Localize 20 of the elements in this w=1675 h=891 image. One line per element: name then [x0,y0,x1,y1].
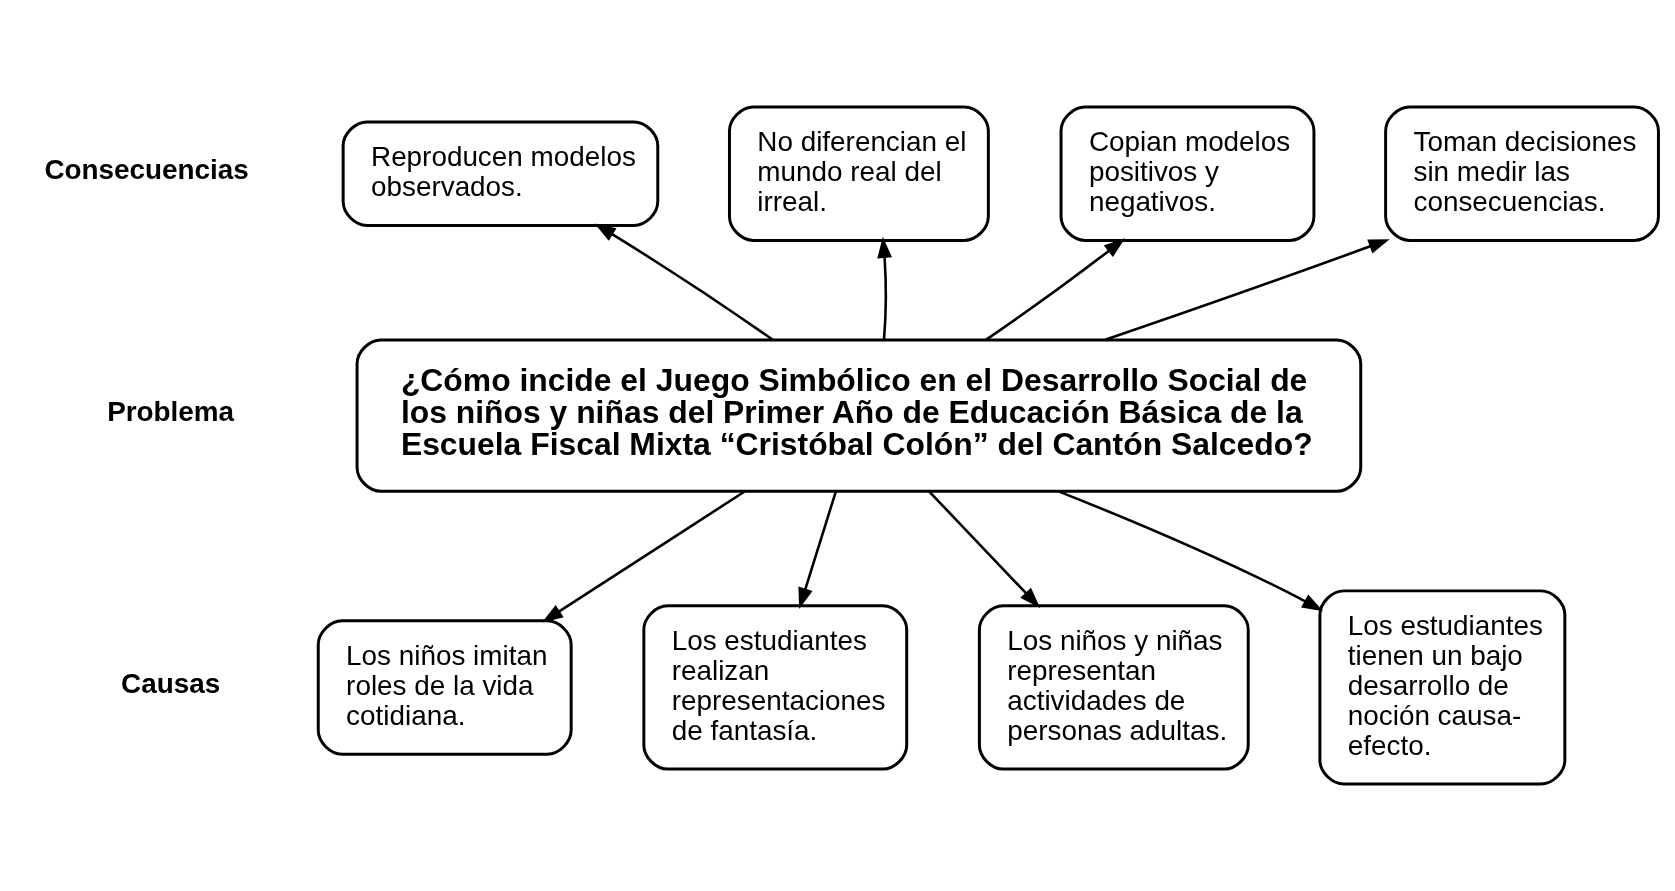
node-box: Los estudiantes realizan representaciones de fantasía. [642,604,909,771]
arrow [541,490,746,623]
arrow [1058,490,1324,612]
node-box: Los niños imitan roles de la vida cotidiana. [316,619,573,756]
label: Causas [121,667,221,699]
node-box: Copian modelos positivos y negativos. [1059,105,1316,242]
arrow [594,223,774,341]
node-box: Los estudiantes tienen un bajo desarrollo de noción causa-efecto. [1318,589,1567,786]
node-box: Los niños y niñas representan actividades de personas adultas. [977,604,1250,771]
arrow [1104,239,1390,341]
node-box: Reproducen modelos observados. [341,120,660,227]
arrow [798,491,838,609]
node-box: ¿Cómo incide el Juego Simbólico en el Desarrollo Social de los niños y niñas del Primer Año de Educación Básica de la Escuela Fiscal Mixta “Cristóbal Colón” del Cantón Salcedo? [355,338,1363,493]
arrow [877,236,892,340]
arrow [985,238,1126,341]
node-box: No diferencian el mundo real del irreal. [727,105,990,242]
label: Problema [107,396,235,428]
label: Consecuencias [44,154,249,186]
node-box: Toman decisiones sin medir las consecuencias. [1384,105,1660,242]
arrow [928,490,1041,609]
